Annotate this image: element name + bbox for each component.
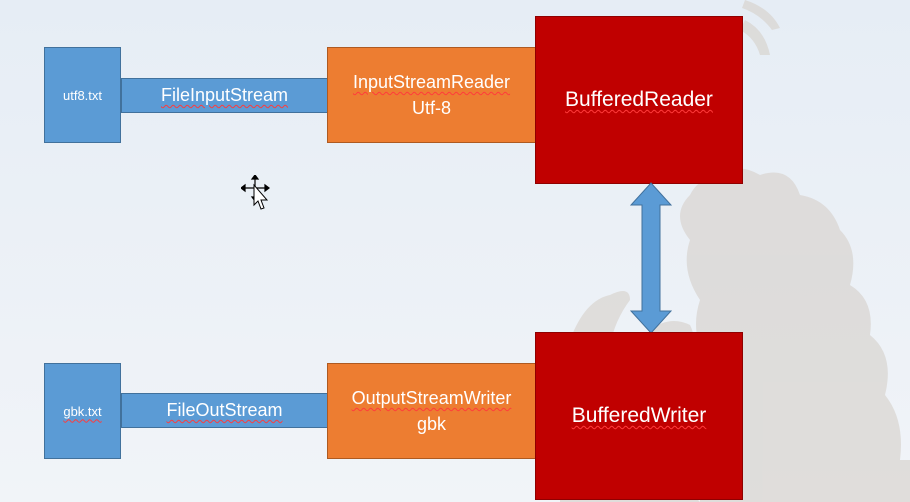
file-input-stream-bar[interactable]: FileInputStream — [121, 78, 328, 113]
buffered-reader-label: BufferedReader — [565, 88, 713, 111]
input-stream-reader-box[interactable]: InputStreamReader Utf-8 — [327, 47, 536, 143]
file-out-stream-bar[interactable]: FileOutStream — [121, 393, 328, 428]
input-stream-reader-label: InputStreamReader — [352, 72, 511, 92]
target-file-box[interactable]: gbk.txt — [44, 363, 121, 459]
file-out-stream-label: FileOutStream — [166, 400, 283, 420]
buffered-writer-box[interactable]: BufferedWriter — [535, 332, 743, 500]
output-stream-writer-box[interactable]: OutputStreamWriter gbk — [327, 363, 536, 459]
buffered-reader-box[interactable]: BufferedReader — [535, 16, 743, 184]
input-encoding-label: Utf-8 — [411, 98, 451, 118]
double-headed-arrow-icon — [630, 182, 672, 334]
file-input-stream-label: FileInputStream — [160, 85, 289, 105]
output-stream-writer-label: OutputStreamWriter — [351, 388, 512, 408]
source-file-box[interactable]: utf8.txt — [44, 47, 121, 143]
output-encoding-label: gbk — [416, 414, 447, 434]
move-cursor-icon — [241, 175, 270, 210]
target-file-label: gbk.txt — [63, 403, 102, 419]
source-file-label: utf8.txt — [62, 87, 103, 103]
buffered-writer-label: BufferedWriter — [571, 404, 707, 427]
